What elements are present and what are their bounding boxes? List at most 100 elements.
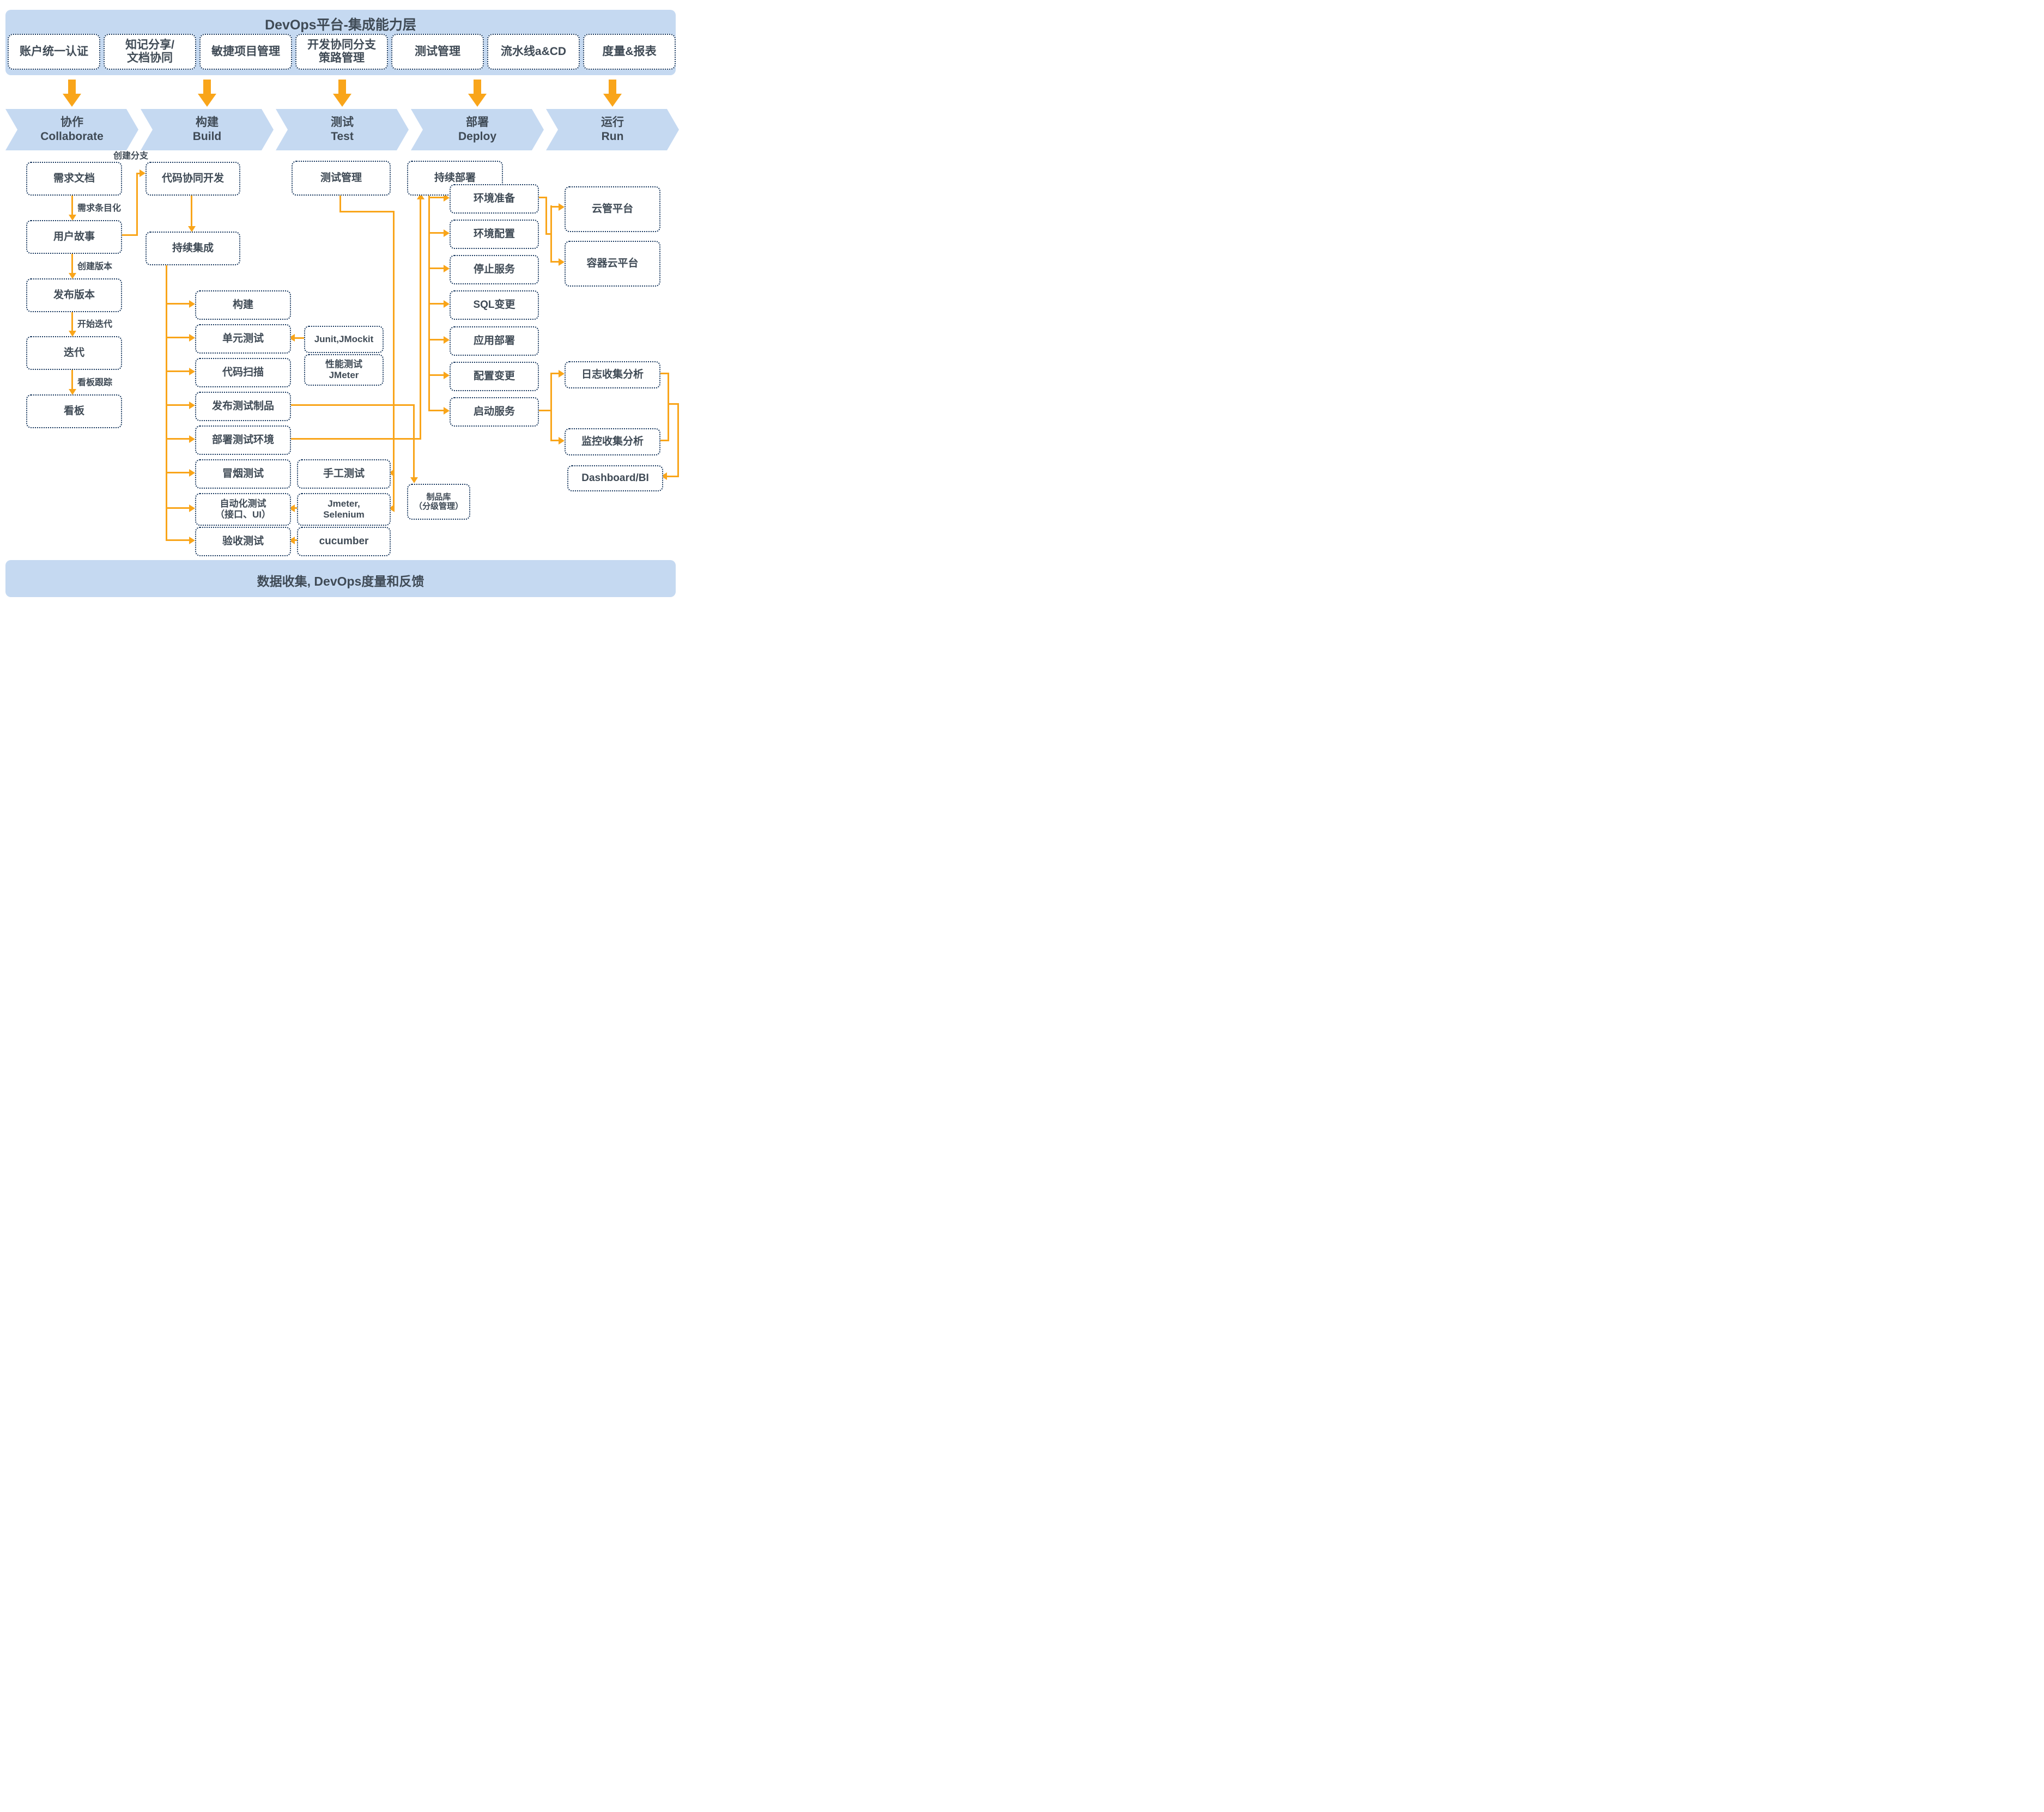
node-monitor-collection-analysis[interactable]: 监控收集分析	[565, 428, 660, 455]
node-unit-test[interactable]: 单元测试	[195, 324, 291, 354]
node-publish-test-artifact[interactable]: 发布测试制品	[195, 392, 291, 421]
connector-segment	[428, 410, 444, 411]
node-continuous-integration[interactable]: 持续集成	[145, 232, 240, 265]
node-deploy-test-env[interactable]: 部署测试环境	[195, 425, 291, 455]
arrowhead-right	[189, 334, 195, 342]
down-arrow-icon	[68, 80, 76, 95]
node-label: 启动服务	[473, 406, 515, 418]
down-arrow-icon	[603, 94, 622, 107]
down-arrow-icon	[333, 94, 351, 107]
node-config-change[interactable]: 配置变更	[450, 362, 539, 391]
module-test-mgmt[interactable]: 测试管理	[391, 34, 484, 70]
node-container-cloud-platform[interactable]: 容器云平台	[565, 241, 660, 287]
node-label: 需求文档	[53, 173, 95, 185]
node-iteration[interactable]: 迭代	[26, 336, 122, 370]
module-agile-pm[interactable]: 敏捷项目管理	[199, 34, 292, 70]
edge-label-board-track: 看板跟踪	[77, 378, 113, 387]
stage-deploy[interactable]: 部署 Deploy	[411, 109, 544, 150]
connector-segment	[71, 368, 73, 390]
down-arrow-icon	[63, 94, 81, 107]
node-manual-test[interactable]: 手工测试	[297, 459, 391, 489]
arrowhead-right	[189, 368, 195, 375]
node-perf-test-jmeter[interactable]: 性能测试 JMeter	[304, 354, 384, 386]
node-label: 环境准备	[473, 193, 515, 205]
node-requirement-doc[interactable]: 需求文档	[26, 162, 122, 196]
node-label: 容器云平台	[586, 258, 639, 270]
node-stop-service[interactable]: 停止服务	[450, 255, 539, 284]
edge-label-start-iteration: 开始迭代	[77, 320, 113, 329]
module-pipeline-cd[interactable]: 流水线a&CD	[487, 34, 580, 70]
node-dashboard-bi[interactable]: Dashboard/BI	[567, 465, 663, 491]
node-code-codev[interactable]: 代码协同开发	[145, 162, 240, 196]
node-app-deploy[interactable]: 应用部署	[450, 326, 539, 356]
stage-run[interactable]: 运行 Run	[546, 109, 679, 150]
node-label: （接口、UI）	[215, 509, 271, 520]
connector-segment	[294, 337, 304, 339]
node-label: 发布测试制品	[211, 400, 274, 412]
arrowhead-right	[139, 169, 145, 177]
connector-segment	[339, 193, 341, 212]
node-test-management[interactable]: 测试管理	[292, 161, 391, 196]
module-knowledge-share[interactable]: 知记分享/ 文档协同	[104, 34, 196, 70]
node-label: 环境配置	[473, 228, 515, 240]
node-label: 用户故事	[53, 231, 95, 243]
node-sql-change[interactable]: SQL变更	[450, 290, 539, 320]
node-log-collection-analysis[interactable]: 日志收集分析	[565, 361, 660, 388]
connector-segment	[166, 404, 190, 406]
arrowhead-down	[188, 226, 196, 232]
connector-segment	[413, 404, 415, 478]
arrowhead-down	[69, 389, 76, 395]
node-automated-test[interactable]: 自动化测试 （接口、UI）	[195, 493, 291, 526]
node-env-prepare[interactable]: 环境准备	[450, 184, 539, 214]
node-label: 自动化测试	[220, 498, 266, 509]
connector-segment	[550, 440, 559, 441]
node-label: 冒烟测试	[222, 468, 264, 480]
connector-segment	[428, 232, 444, 234]
stage-collaborate[interactable]: 协作 Collaborate	[5, 109, 138, 150]
arrowhead-right	[189, 300, 195, 308]
node-artifact-repo[interactable]: 制品库 （分级管理）	[407, 484, 470, 520]
stage-label-en: Collaborate	[40, 130, 104, 143]
node-label: 停止服务	[473, 264, 515, 276]
arrowhead-up	[417, 193, 424, 199]
connector-segment	[289, 438, 421, 440]
node-acceptance-test[interactable]: 验收测试	[195, 527, 291, 556]
node-user-story[interactable]: 用户故事	[26, 220, 122, 254]
node-release-version[interactable]: 发布版本	[26, 278, 122, 312]
node-smoke-test[interactable]: 冒烟测试	[195, 459, 291, 489]
down-arrow-icon	[474, 80, 481, 95]
node-code-scan[interactable]: 代码扫描	[195, 358, 291, 387]
node-label: 验收测试	[222, 536, 264, 548]
node-kanban[interactable]: 看板	[26, 394, 122, 428]
edge-label-create-branch: 创建分支	[113, 151, 149, 161]
arrowhead-down	[69, 215, 76, 221]
module-label: 开发协同分支	[307, 39, 376, 52]
module-branch-policy[interactable]: 开发协同分支 策路管理	[295, 34, 388, 70]
node-cloud-mgmt-platform[interactable]: 云管平台	[565, 186, 660, 232]
connector-segment	[428, 193, 430, 411]
down-arrow-icon	[468, 94, 487, 107]
connector-segment	[420, 198, 421, 440]
module-label: 知记分享/	[125, 39, 174, 52]
arrowhead-right	[559, 203, 565, 211]
node-label: 发布版本	[53, 289, 95, 301]
stage-build[interactable]: 构建 Build	[141, 109, 274, 150]
node-jmeter-selenium[interactable]: Jmeter, Selenium	[297, 493, 391, 526]
module-metrics-report[interactable]: 度量&报表	[583, 34, 676, 70]
module-account-auth[interactable]: 账户统一认证	[8, 34, 100, 70]
connector-segment	[136, 173, 138, 236]
node-build-step[interactable]: 构建	[195, 290, 291, 320]
arrowhead-down	[69, 331, 76, 337]
node-cucumber[interactable]: cucumber	[297, 527, 391, 556]
arrowhead-left	[389, 504, 395, 512]
node-label: 监控收集分析	[581, 436, 644, 448]
node-start-service[interactable]: 启动服务	[450, 397, 539, 427]
node-junit-jmockit[interactable]: Junit,JMockit	[304, 326, 384, 353]
arrowhead-left	[289, 537, 295, 544]
stage-test[interactable]: 测试 Test	[276, 109, 409, 150]
node-env-config[interactable]: 环境配置	[450, 220, 539, 249]
connector-segment	[294, 539, 297, 541]
stage-label-en: Test	[331, 130, 354, 143]
arrowhead-left	[661, 472, 667, 480]
connector-segment	[428, 267, 444, 269]
